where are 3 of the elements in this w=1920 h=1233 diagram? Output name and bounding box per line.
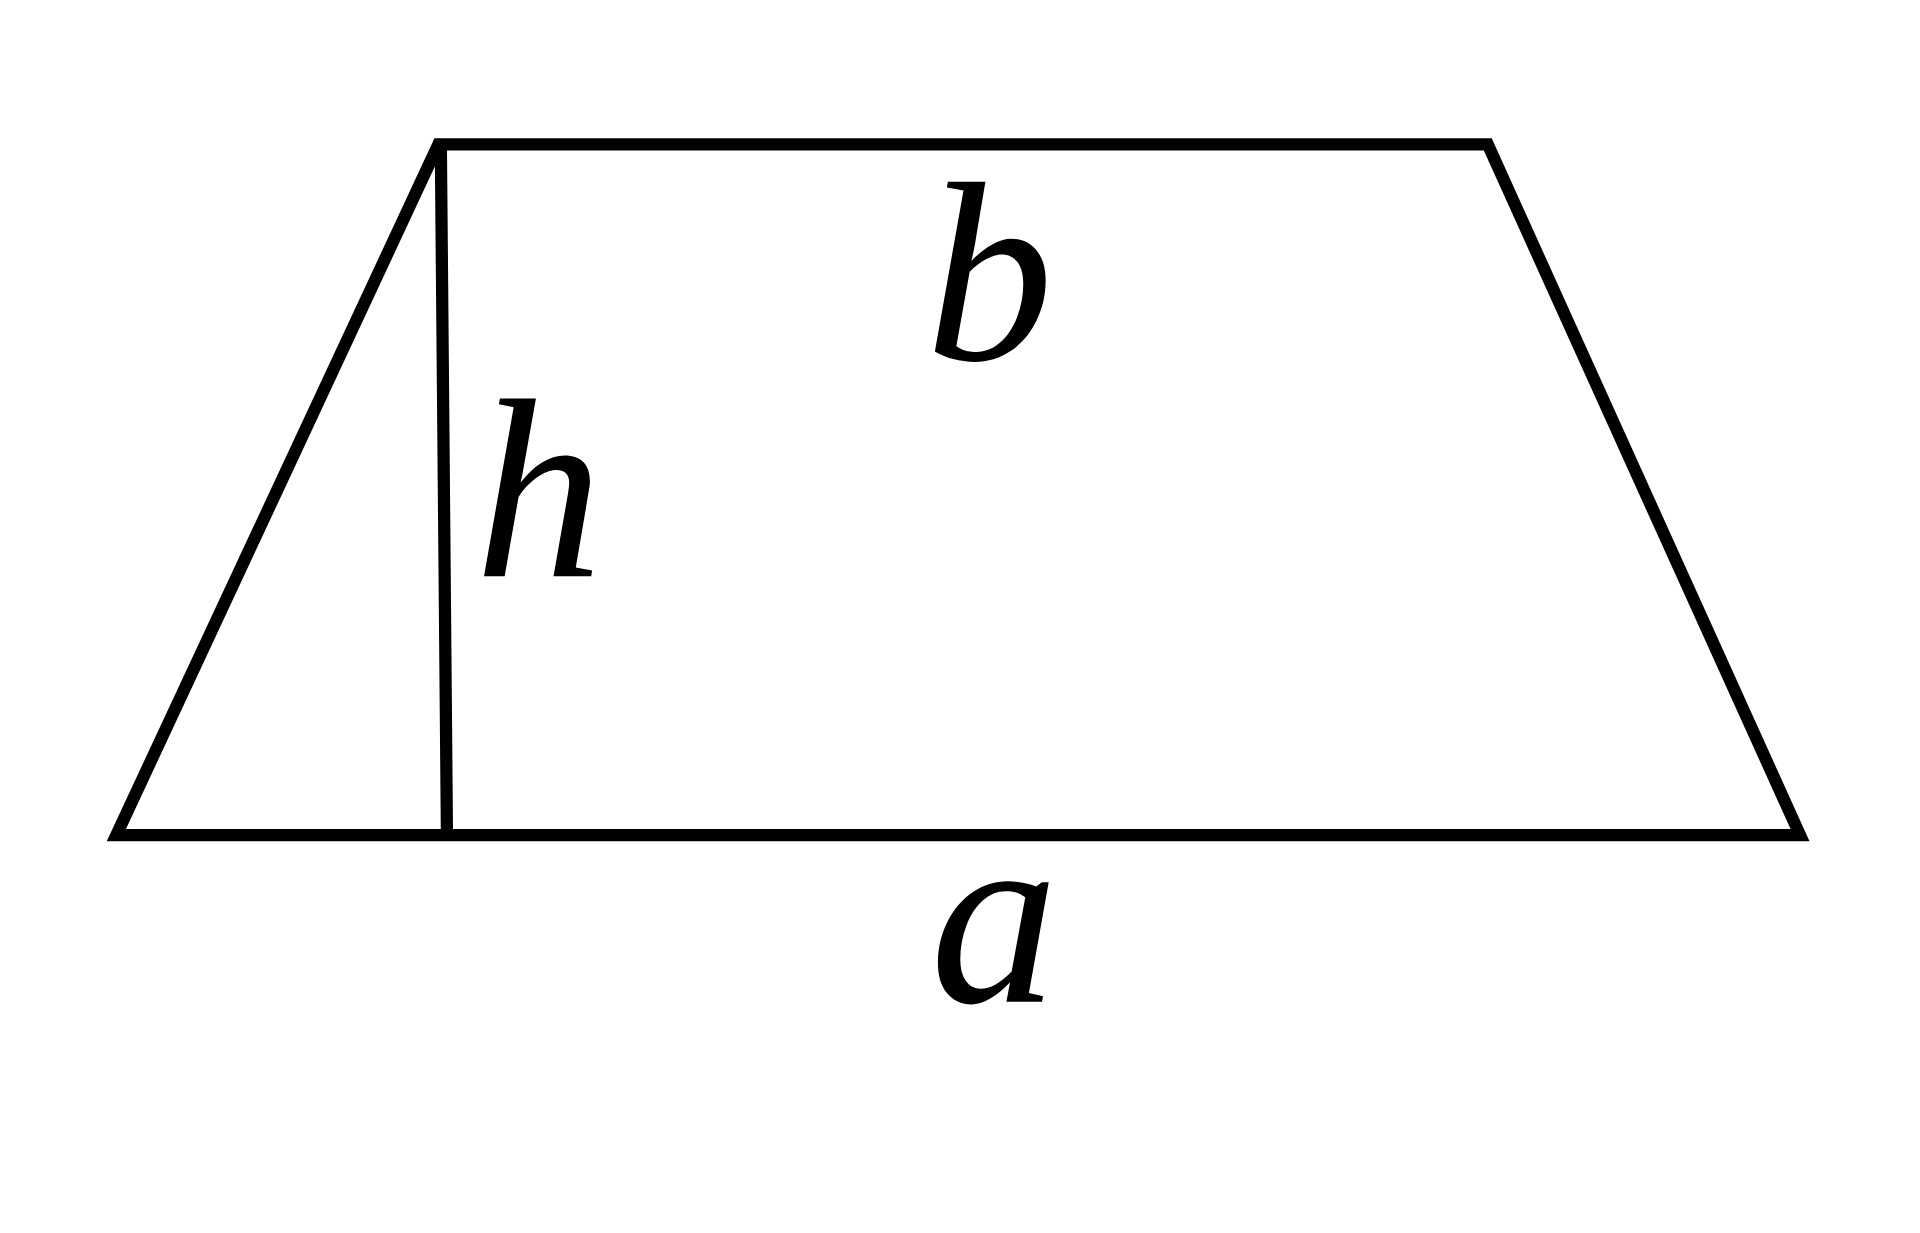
side-label: b <box>934 181 1046 362</box>
side-label: a <box>937 881 1049 1005</box>
height-label: h <box>484 398 593 577</box>
